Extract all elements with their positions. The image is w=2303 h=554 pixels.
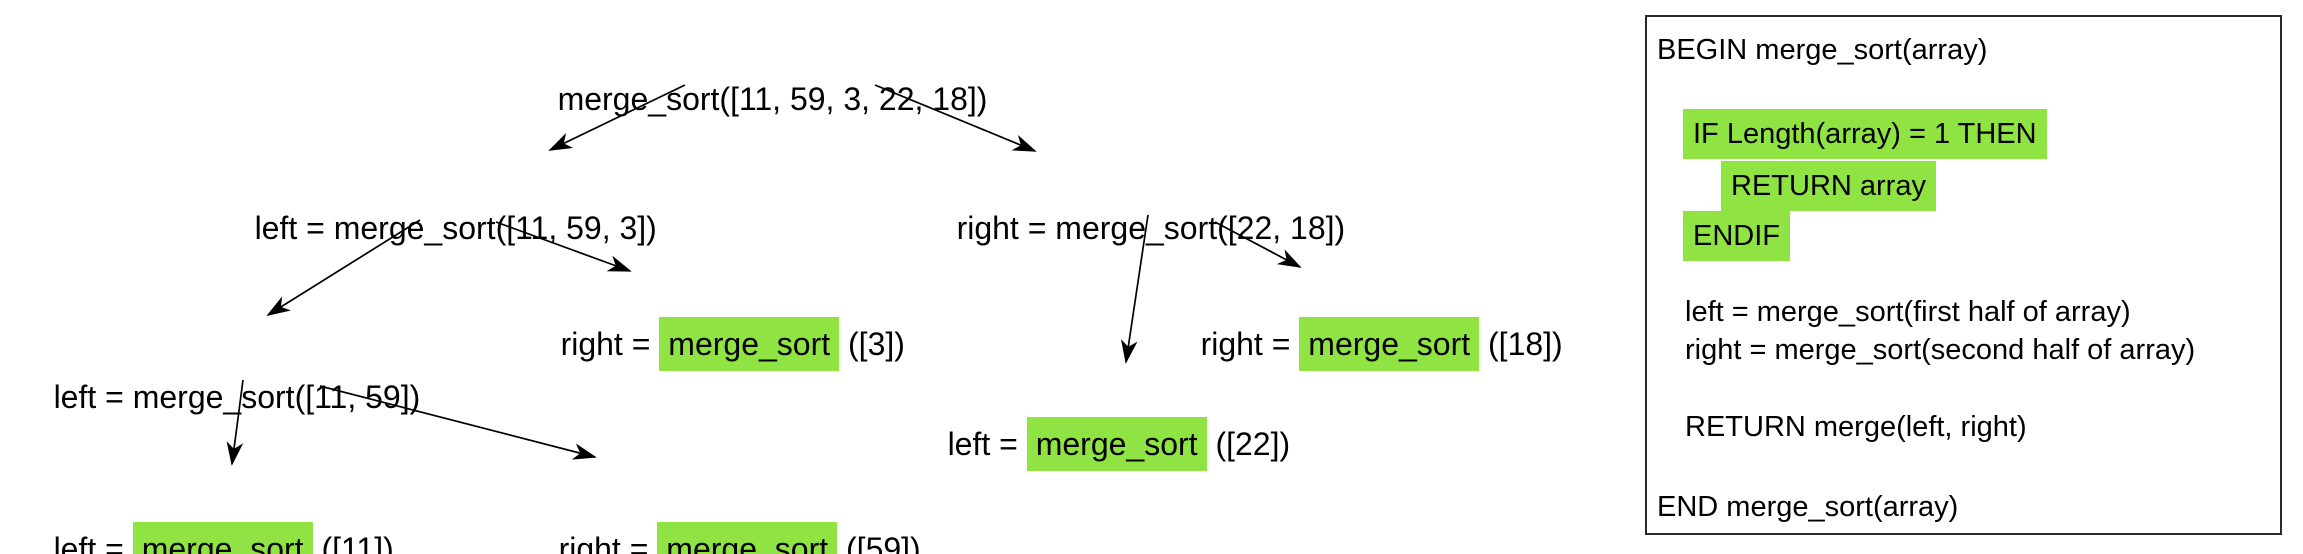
pseudocode-line-endif: ENDIF — [1683, 211, 1790, 261]
edge-left1-to-left2 — [266, 219, 421, 317]
node-text: right = — [1200, 326, 1300, 362]
tree-node-leaf-left: left = merge_sort ([11]) — [18, 483, 394, 554]
node-text: left = — [947, 426, 1027, 462]
edge-left1-to-right2 — [495, 221, 632, 272]
node-text: right = — [560, 326, 660, 362]
node-text: left = — [53, 531, 133, 554]
node-text: right = merge_sort([22, 18]) — [956, 210, 1346, 246]
tree-node-level2-right-of-left: right = merge_sort ([3]) — [525, 278, 905, 410]
node-text: left = merge_sort([11, 59]) — [53, 379, 421, 415]
node-text: ([3]) — [839, 326, 905, 362]
tree-node-level2-right-of-right: right = merge_sort ([18]) — [1165, 278, 1563, 410]
edge-left2-to-left-leaf — [226, 379, 244, 466]
pseudocode-line-end: END merge_sort(array) — [1657, 491, 1959, 523]
highlight-merge-sort: merge_sort — [1299, 317, 1480, 371]
tree-node-level1-right: right = merge_sort([22, 18]) — [921, 162, 1346, 294]
tree-node-root: merge_sort([11, 59, 3, 22, 18]) — [522, 33, 988, 165]
node-text: right = — [558, 531, 658, 554]
node-text: ([59]) — [837, 531, 921, 554]
pseudocode-line-right-assign: right = merge_sort(second half of array) — [1685, 334, 2196, 366]
highlight-merge-sort: merge_sort — [1026, 417, 1207, 471]
highlight-merge-sort: merge_sort — [132, 522, 313, 554]
node-text: merge_sort([11, 59, 3, 22, 18]) — [557, 81, 988, 117]
tree-node-level2-left-of-right: left = merge_sort ([22]) — [912, 378, 1290, 510]
edge-right1-to-left2 — [1121, 214, 1149, 364]
pseudocode-line-if: IF Length(array) = 1 THEN — [1683, 109, 2047, 159]
tree-node-level1-left: left = merge_sort([11, 59, 3]) — [219, 162, 657, 294]
node-text: ([22]) — [1206, 426, 1291, 462]
highlight-merge-sort: merge_sort — [657, 522, 838, 554]
node-text: ([11]) — [312, 531, 394, 554]
node-text: left = merge_sort([11, 59, 3]) — [254, 210, 657, 246]
pseudocode-panel: BEGIN merge_sort(array) IF Length(array)… — [1645, 15, 2282, 535]
highlight-merge-sort: merge_sort — [659, 317, 840, 371]
edge-root-to-right — [874, 84, 1037, 152]
pseudocode-line-left-assign: left = merge_sort(first half of array) — [1685, 296, 2131, 328]
edge-right1-to-right2 — [1214, 221, 1302, 268]
pseudocode-line-begin: BEGIN merge_sort(array) — [1657, 34, 1988, 66]
tree-node-level2-left-of-left: left = merge_sort([11, 59]) — [18, 331, 421, 463]
pseudocode-line-return-array: RETURN array — [1721, 161, 1936, 211]
tree-node-leaf-right: right = merge_sort ([59]) — [523, 483, 921, 554]
pseudocode-line-return-merge: RETURN merge(left, right) — [1685, 411, 2027, 443]
edge-root-to-left — [548, 84, 686, 151]
node-text: ([18]) — [1479, 326, 1563, 362]
edge-left2-to-right-leaf — [319, 385, 597, 460]
